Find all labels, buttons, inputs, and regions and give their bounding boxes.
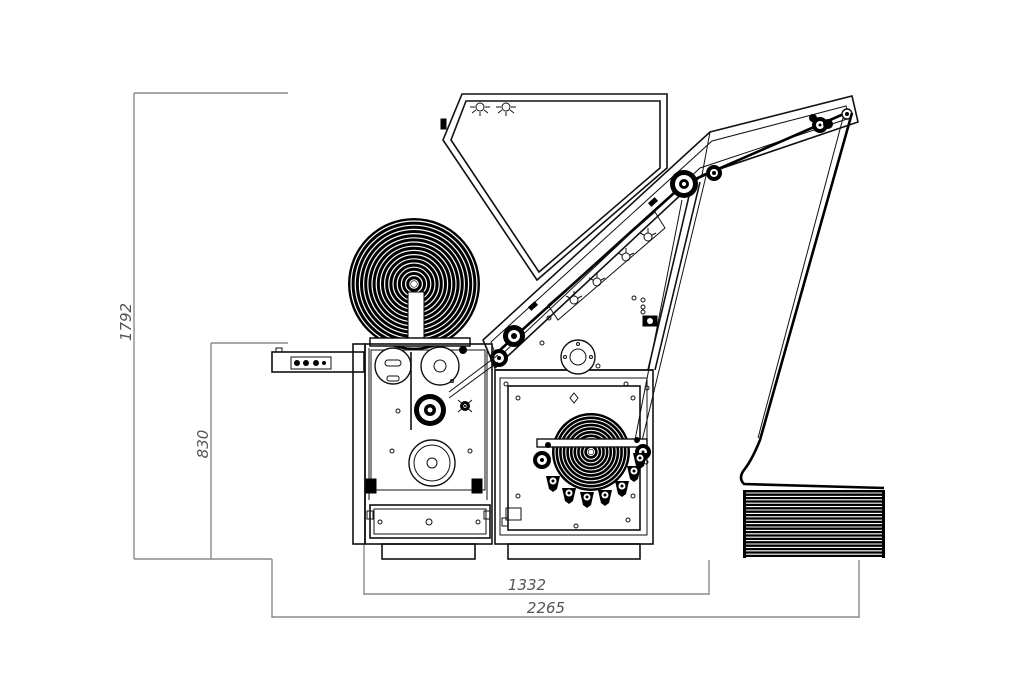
dim-overall-height: 1792 <box>117 303 135 341</box>
dim-table-height: 830 <box>194 430 212 459</box>
coil-reel <box>552 413 630 491</box>
lamp-icon <box>617 248 635 262</box>
hopper <box>440 93 668 282</box>
conveyor-arm <box>482 95 859 370</box>
pulley-upper <box>670 170 698 198</box>
lamp-icon <box>496 102 516 116</box>
left-cabinet <box>271 343 499 560</box>
pulley-bottom <box>490 349 508 367</box>
pulley-small <box>706 165 722 181</box>
lamp-icon <box>588 273 606 287</box>
inspection-disc <box>560 339 596 375</box>
drive-rods <box>633 175 707 446</box>
sprocket <box>414 394 446 426</box>
product-stack <box>743 490 885 559</box>
supply-reel <box>348 218 480 350</box>
dimension-lines <box>133 92 860 618</box>
dim-base-width: 1332 <box>508 576 546 594</box>
dim-overall-width: 2265 <box>527 599 565 617</box>
pulley-lower <box>503 325 525 347</box>
cutter-heads <box>546 453 647 508</box>
coil-feeder <box>533 437 651 469</box>
roller-right <box>420 346 460 386</box>
pulley-top <box>809 108 853 133</box>
lamp-icon <box>470 102 490 116</box>
belt-tensioner <box>457 399 473 413</box>
feed-wheel <box>533 451 551 469</box>
output-chute <box>739 112 885 490</box>
lamp-icon <box>565 291 583 305</box>
roller-left <box>374 347 412 385</box>
tensioner <box>640 297 658 327</box>
drive-wheel <box>408 439 456 487</box>
lamp-icon <box>639 228 657 242</box>
